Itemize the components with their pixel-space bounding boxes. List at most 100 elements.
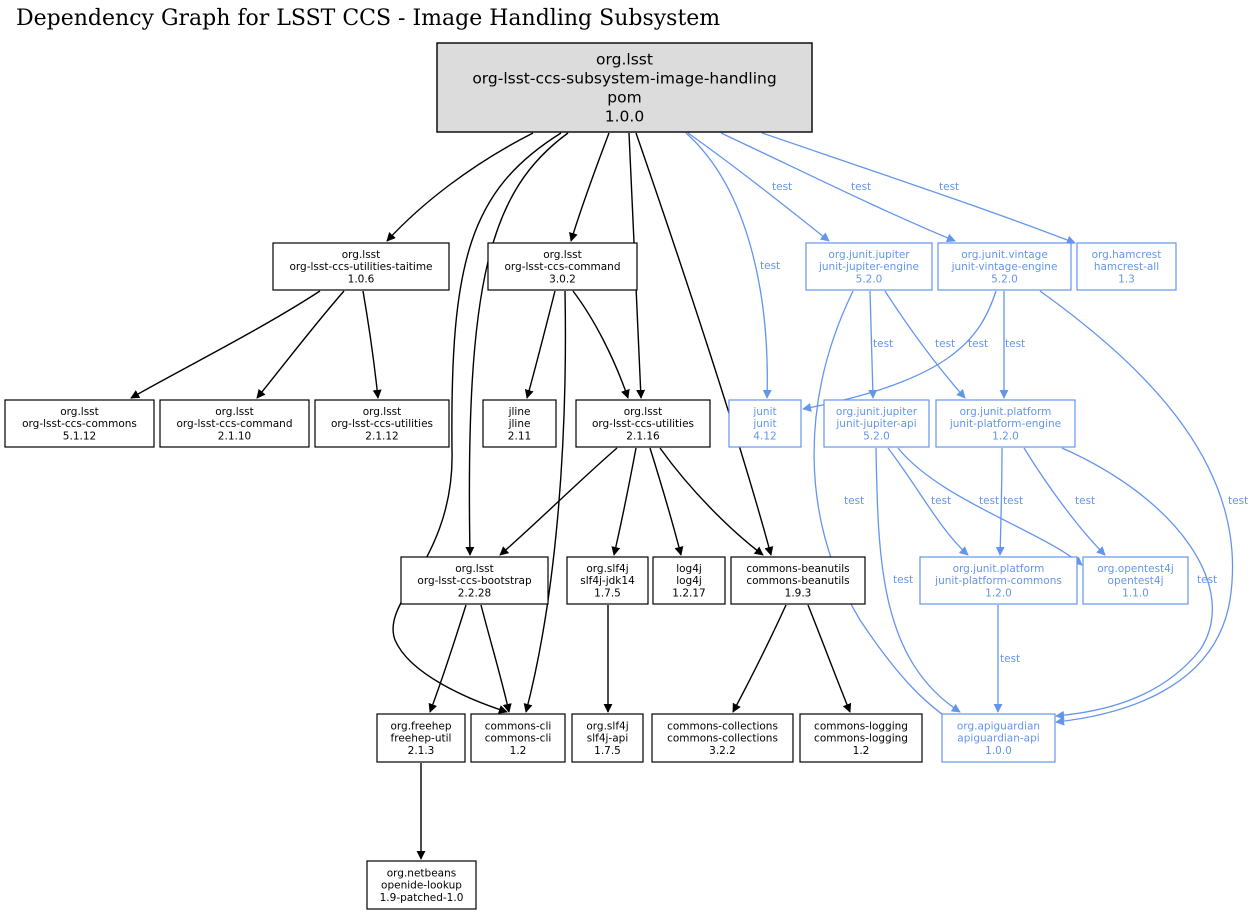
node-box[interactable] bbox=[366, 860, 477, 910]
node-group-id: org.freehep bbox=[390, 720, 451, 732]
edge-jupiter-engine-to-platform-engine: test bbox=[884, 290, 966, 399]
edge-label: test bbox=[931, 495, 951, 507]
node-version: 5.1.12 bbox=[63, 430, 96, 442]
node-box[interactable] bbox=[272, 242, 450, 291]
edge-label: test bbox=[1228, 495, 1248, 507]
node-artifact-id: org-lsst-ccs-bootstrap bbox=[417, 575, 532, 587]
node-vintage-engine[interactable]: org.junit.vintagejunit-vintage-engine5.2… bbox=[937, 242, 1072, 291]
node-artifact-id: openide-lookup bbox=[381, 880, 462, 892]
edge-line bbox=[732, 604, 787, 713]
node-box[interactable] bbox=[937, 242, 1072, 291]
node-version: 1.7.5 bbox=[594, 745, 621, 757]
node-box[interactable] bbox=[159, 399, 310, 448]
node-platform-commons[interactable]: org.junit.platformjunit-platform-commons… bbox=[919, 556, 1078, 605]
edge-beanutils-to-commons-logging bbox=[807, 604, 852, 713]
edge-taitime-to-commons5112 bbox=[130, 290, 321, 399]
node-box[interactable] bbox=[730, 556, 866, 605]
node-box[interactable] bbox=[487, 242, 638, 291]
edge-line bbox=[362, 290, 382, 399]
edge-root-to-taitime bbox=[386, 132, 534, 242]
node-group-id: org.junit.vintage bbox=[961, 249, 1048, 261]
node-box[interactable] bbox=[314, 399, 450, 448]
edge-bootstrap-to-freehep bbox=[428, 604, 467, 713]
edge-line bbox=[256, 290, 345, 399]
node-box[interactable] bbox=[575, 399, 711, 448]
node-group-id: org.lsst bbox=[624, 406, 663, 418]
node-box[interactable] bbox=[1076, 242, 1177, 291]
node-artifact-id: commons-collections bbox=[667, 733, 778, 745]
node-root[interactable]: org.lsstorg-lsst-ccs-subsystem-image-han… bbox=[436, 42, 813, 133]
node-box[interactable] bbox=[470, 713, 566, 763]
node-group-id: org.netbeans bbox=[387, 867, 456, 879]
graph-title: Dependency Graph for LSST CCS - Image Ha… bbox=[16, 6, 721, 31]
node-taitime[interactable]: org.lsstorg-lsst-ccs-utilities-taitime1.… bbox=[272, 242, 450, 291]
node-jupiter-engine[interactable]: org.junit.jupiterjunit-jupiter-engine5.2… bbox=[805, 242, 933, 291]
node-box[interactable] bbox=[4, 399, 155, 448]
node-box[interactable] bbox=[823, 399, 930, 448]
node-version: 5.2.0 bbox=[856, 273, 883, 285]
node-artifact-id: org-lsst-ccs-utilities bbox=[592, 418, 694, 430]
node-box[interactable] bbox=[436, 42, 813, 133]
node-box[interactable] bbox=[919, 556, 1078, 605]
node-openide[interactable]: org.netbeansopenide-lookup1.9-patched-1.… bbox=[366, 860, 477, 910]
node-box[interactable] bbox=[376, 713, 466, 763]
edge-vintage-engine-to-junit: test bbox=[802, 290, 997, 412]
node-group-id: org.lsst bbox=[60, 406, 99, 418]
node-box[interactable] bbox=[482, 399, 557, 448]
edge-vintage-engine-to-apiguardian: test bbox=[1039, 290, 1248, 726]
node-platform-engine[interactable]: org.junit.platformjunit-platform-engine1… bbox=[935, 399, 1076, 448]
node-box[interactable] bbox=[566, 556, 649, 605]
node-version: 1.2.0 bbox=[992, 430, 1019, 442]
node-version: 1.2 bbox=[853, 745, 870, 757]
node-box[interactable] bbox=[805, 242, 933, 291]
node-box[interactable] bbox=[935, 399, 1076, 448]
edge-platform-engine-to-apiguardian: test bbox=[1055, 447, 1217, 720]
edge-line bbox=[995, 447, 1005, 556]
node-artifact-id: org-lsst-ccs-command bbox=[177, 418, 293, 430]
edge-line bbox=[761, 132, 1076, 245]
node-box[interactable] bbox=[400, 556, 549, 605]
node-box[interactable] bbox=[941, 713, 1056, 763]
node-box[interactable] bbox=[1082, 556, 1189, 605]
edge-root-to-command302 bbox=[569, 132, 610, 242]
node-artifact-id: junit-jupiter-api bbox=[835, 418, 916, 430]
edge-line bbox=[524, 290, 556, 399]
node-box[interactable] bbox=[728, 399, 802, 448]
node-box[interactable] bbox=[651, 713, 794, 763]
node-group-id: commons-beanutils bbox=[746, 563, 849, 575]
edge-vintage-engine-to-platform-engine: test bbox=[999, 291, 1025, 399]
node-version: 3.2.2 bbox=[709, 745, 736, 757]
node-group-id: org.lsst bbox=[455, 563, 494, 575]
edge-line bbox=[523, 290, 567, 713]
edge-label: test bbox=[893, 574, 913, 586]
node-box[interactable] bbox=[799, 713, 923, 763]
node-box[interactable] bbox=[652, 556, 726, 605]
edge-line bbox=[572, 290, 630, 399]
node-artifact-id: org-lsst-ccs-utilities-taitime bbox=[289, 261, 432, 273]
edge-line bbox=[649, 447, 684, 556]
node-group-id: commons-logging bbox=[814, 720, 908, 732]
node-commons-collections[interactable]: commons-collectionscommons-collections3.… bbox=[651, 713, 794, 763]
node-box[interactable] bbox=[571, 713, 644, 763]
edge-label: test bbox=[935, 338, 955, 350]
edge-label: test bbox=[1197, 574, 1217, 586]
